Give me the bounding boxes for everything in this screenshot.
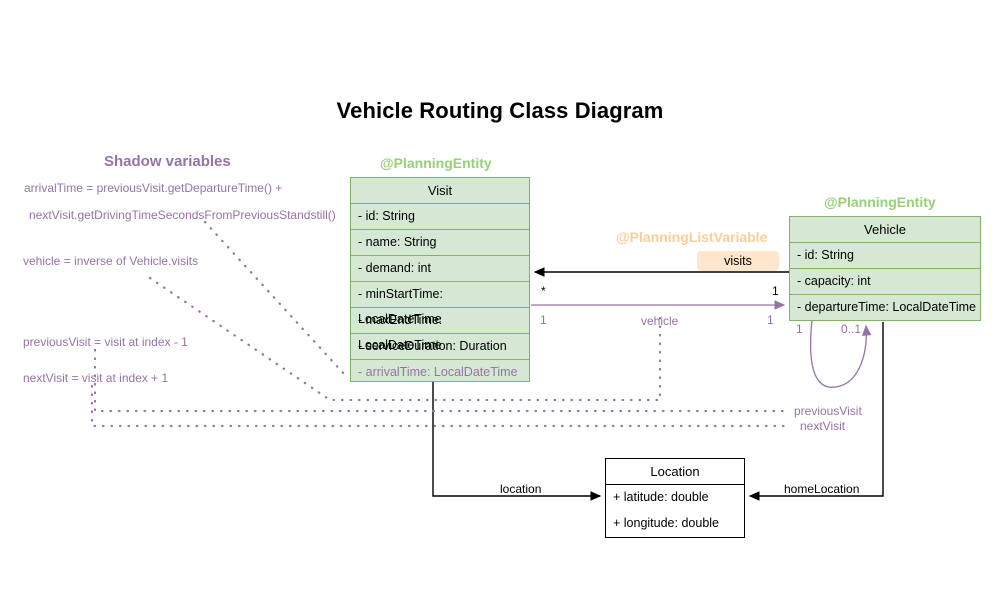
- class-name-vehicle: Vehicle: [790, 217, 980, 243]
- home-location-edge-label: homeLocation: [784, 482, 860, 496]
- visits-source-multiplicity: 1: [772, 284, 779, 298]
- class-box-vehicle: Vehicle - id: String - capacity: int - d…: [789, 216, 981, 321]
- shadow-note-previous-visit: previousVisit = visit at index - 1: [23, 335, 188, 349]
- vehicle-edge-label: vehicle: [641, 314, 679, 328]
- shadow-note-next-visit: nextVisit = visit at index + 1: [23, 371, 169, 385]
- vehicle-target-multiplicity: 1: [767, 313, 774, 327]
- visits-stereotype: @PlanningListVariable: [616, 229, 768, 245]
- class-name-visit: Visit: [351, 178, 529, 204]
- visit-attribute-name: - name: String: [351, 230, 529, 256]
- self-loop-right-multiplicity: 0..1: [841, 322, 862, 336]
- visit-attribute-min-start-time: - minStartTime: LocalDateTime: [351, 282, 529, 326]
- self-loop-left-multiplicity: 1: [796, 322, 803, 336]
- visit-attribute-id: - id: String: [351, 204, 529, 230]
- visits-target-multiplicity: *: [541, 284, 546, 298]
- vehicle-attribute-id: - id: String: [790, 243, 980, 269]
- shadow-note-arrival-time-2: nextVisit.getDrivingTimeSecondsFromPrevi…: [29, 208, 336, 222]
- previous-visit-edge-label: previousVisit: [794, 404, 862, 418]
- class-box-location: Location + latitude: double + longitude:…: [605, 458, 745, 538]
- location-attribute-latitude: + latitude: double: [613, 490, 709, 504]
- shadow-note-vehicle: vehicle = inverse of Vehicle.visits: [23, 254, 199, 268]
- page-title: Vehicle Routing Class Diagram: [336, 98, 664, 123]
- visit-attribute-service-duration: - serviceDuration: Duration: [351, 334, 529, 360]
- vehicle-stereotype: @PlanningEntity: [824, 194, 936, 210]
- visit-stereotype: @PlanningEntity: [380, 155, 492, 171]
- vehicle-attribute-departure-time: - departureTime: LocalDateTime: [797, 300, 977, 314]
- class-name-location: Location: [606, 459, 744, 485]
- class-box-visit: Visit - id: String - name: String - dema…: [350, 177, 530, 382]
- location-edge-label: location: [500, 482, 542, 496]
- next-visit-edge-label: nextVisit: [800, 419, 846, 433]
- vehicle-attribute-capacity: - capacity: int: [790, 269, 980, 295]
- vehicle-source-multiplicity: 1: [540, 313, 547, 327]
- visit-attribute-arrival-time: - arrivalTime: LocalDateTime: [358, 365, 518, 379]
- visit-attribute-max-end-time: - maxEndTime: LocalDateTime: [351, 308, 529, 352]
- location-attribute-longitude: + longitude: double: [613, 516, 719, 530]
- visit-attribute-demand: - demand: int: [351, 256, 529, 282]
- shadow-variables-heading: Shadow variables: [104, 153, 231, 170]
- visits-badge: visits: [697, 251, 779, 271]
- edge-location: [432, 382, 602, 501]
- shadow-note-arrival-time-1: arrivalTime = previousVisit.getDeparture…: [24, 181, 283, 195]
